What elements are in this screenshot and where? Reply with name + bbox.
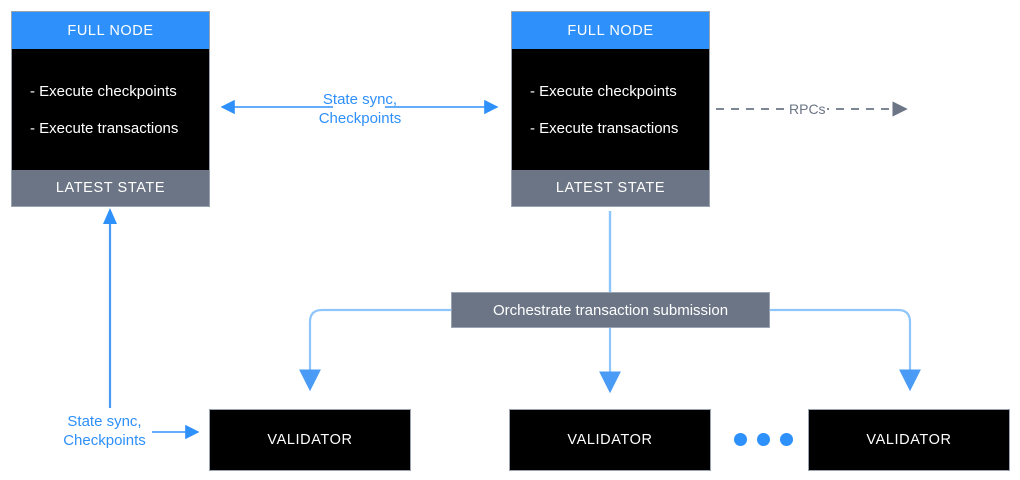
full-node-right-line-1: - Execute checkpoints <box>530 82 677 100</box>
full-node-right: FULL NODE - Execute checkpoints - Execut… <box>511 11 710 207</box>
ellipsis-dot-1 <box>734 433 747 446</box>
full-node-right-line-2: - Execute transactions <box>530 119 679 137</box>
ellipsis-dot-3 <box>780 433 793 446</box>
full-node-right-body: - Execute checkpoints - Execute transact… <box>512 49 709 170</box>
more-validators-ellipsis <box>734 433 793 446</box>
orchestrate-transaction-submission-box: Orchestrate transaction submission <box>451 292 770 328</box>
full-node-left-latest-state: LATEST STATE <box>12 170 209 206</box>
full-node-left-header: FULL NODE <box>12 12 209 49</box>
full-node-left: FULL NODE - Execute checkpoints - Execut… <box>11 11 210 207</box>
validator-1: VALIDATOR <box>209 409 411 471</box>
validator-2: VALIDATOR <box>509 409 711 471</box>
validator-to-full-node-arrow <box>103 208 117 408</box>
state-sync-between-nodes-label-line-2: Checkpoints <box>318 110 402 127</box>
ellipsis-dot-2 <box>757 433 770 446</box>
full-node-left-line-2: - Execute transactions <box>30 119 179 137</box>
rpcs-label: RPCs <box>788 101 827 117</box>
full-node-right-latest-state: LATEST STATE <box>512 170 709 206</box>
state-sync-to-validator-label-line-1: State sync, <box>67 413 142 430</box>
full-node-right-header: FULL NODE <box>512 12 709 49</box>
state-sync-to-validator-label: State sync, Checkpoints <box>57 412 152 450</box>
state-sync-between-nodes-label: State sync, Checkpoints <box>301 90 419 128</box>
state-sync-between-nodes-label-line-1: State sync, <box>322 91 398 108</box>
full-node-left-body: - Execute checkpoints - Execute transact… <box>12 49 209 170</box>
full-node-left-line-1: - Execute checkpoints <box>30 82 177 100</box>
state-sync-to-validator-label-line-2: Checkpoints <box>63 432 146 449</box>
validator-3: VALIDATOR <box>808 409 1010 471</box>
